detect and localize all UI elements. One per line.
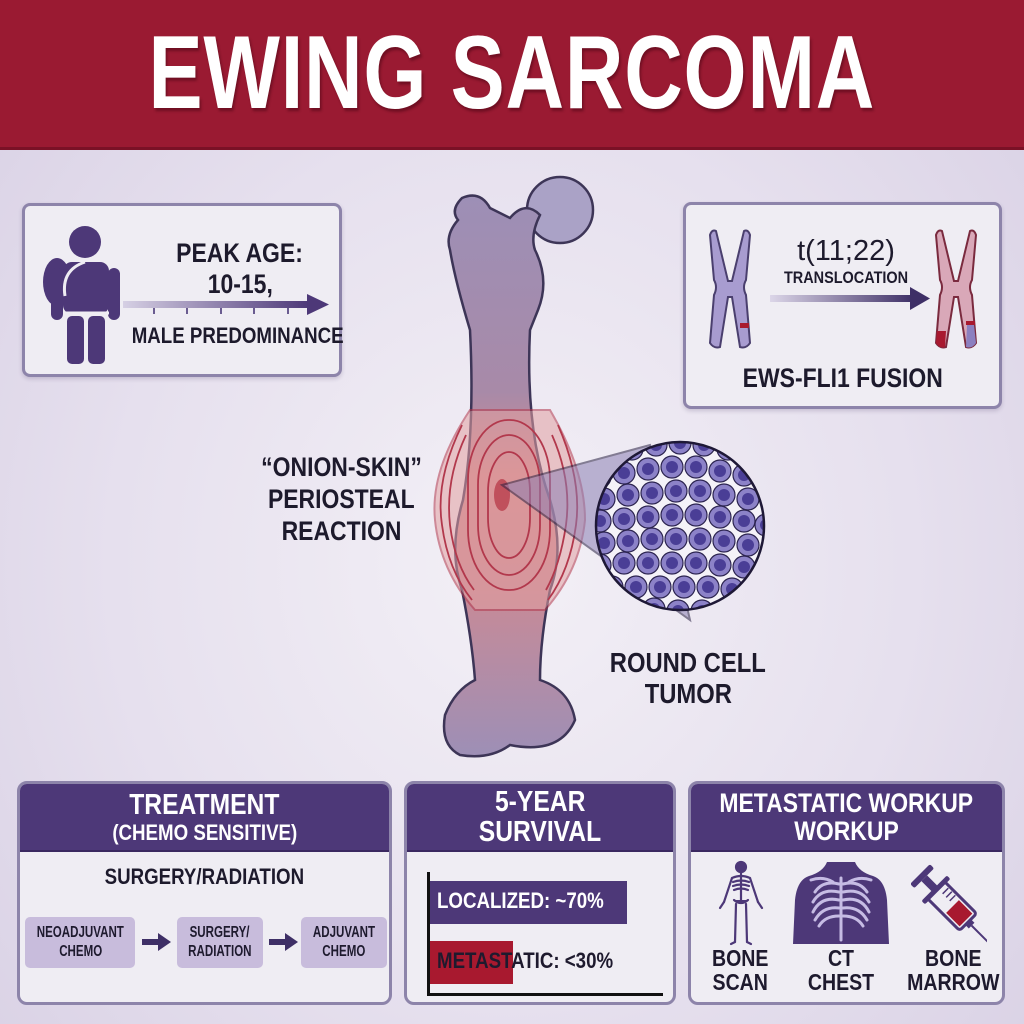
survival-header: 5-YEAR SURVIVAL <box>407 784 673 852</box>
survival-x-axis <box>427 993 663 996</box>
onion-skin-line2: PERIOSTEAL <box>267 483 415 514</box>
ct-chest-line2: CHEST <box>807 969 875 996</box>
treatment-subtitle: (CHEMO SENSITIVE) <box>112 819 297 845</box>
round-cell-line2: TUMOR <box>644 677 732 709</box>
bone-scan-line2: SCAN <box>712 969 769 996</box>
peak-age-value: 10-15, <box>207 269 273 299</box>
translocation-code-text: t(11;22) <box>797 235 895 267</box>
onion-skin-label: “ONION-SKIN” PERIOSTEAL REACTION <box>236 452 446 548</box>
title-banner: EWING SARCOMA <box>0 0 1024 150</box>
survival-card: 5-YEAR SURVIVAL LOCALIZED: ~70% METASTAT… <box>404 781 676 1005</box>
step-surgery-radiation: SURGERY/RADIATION <box>177 917 263 968</box>
localized-bar <box>430 881 627 924</box>
syringe-icon <box>911 864 987 945</box>
treatment-card: TREATMENT (CHEMO SENSITIVE) SURGERY/RADI… <box>17 781 392 1005</box>
treatment-modalities: SURGERY/RADIATION <box>20 864 389 890</box>
step-3-line1: ADJUVANT <box>312 924 376 942</box>
metastatic-workup-title-line2: WORKUP <box>794 816 899 846</box>
onion-skin-line1: “ONION-SKIN” <box>260 452 422 482</box>
survival-title-line1: 5-YEAR <box>494 785 586 818</box>
age-timeline-arrow <box>123 294 329 315</box>
treatment-header: TREATMENT (CHEMO SENSITIVE) <box>20 784 389 852</box>
translocation-label-text: TRANSLOCATION <box>783 268 909 287</box>
translocation-card: t(11;22) TRANSLOCATION EWS-FLI1 FUSION <box>683 202 1002 409</box>
onion-skin-line3: REACTION <box>281 515 401 546</box>
round-cell-line1: ROUND CELL <box>609 647 766 678</box>
step-1-line2: CHEMO <box>58 942 102 960</box>
peak-age-text: PEAK AGE: 10-15, <box>145 238 335 300</box>
bone-scan-line1: BONE <box>712 945 769 971</box>
arrow-right-icon <box>269 933 298 951</box>
femur-bone-illustration <box>433 175 595 758</box>
metastatic-label: METASTATIC: <30% <box>437 948 614 973</box>
step-2-line2: RADIATION <box>188 942 252 960</box>
survival-y-axis <box>427 872 430 996</box>
round-cell-magnification <box>499 440 766 623</box>
treatment-modalities-text: SURGERY/RADIATION <box>104 864 305 889</box>
survival-title-line2: SURVIVAL <box>478 816 602 848</box>
ct-chest-line1: CT <box>827 945 855 971</box>
male-predominance-text: MALE PREDOMINANCE <box>113 323 344 349</box>
metastatic-bar <box>430 941 513 984</box>
page-title: EWING SARCOMA <box>148 15 876 131</box>
translocation-label: TRANSLOCATION <box>756 268 936 288</box>
translocation-code: t(11;22) <box>756 235 936 268</box>
chromosome-normal-icon <box>708 229 752 349</box>
bone-marrow-line2: MARROW <box>907 969 1000 996</box>
step-3-line2: CHEMO <box>322 942 366 960</box>
fusion-label: EWS-FLI1 FUSION <box>686 363 999 394</box>
step-1-line1: NEOADJUVANT <box>36 924 124 942</box>
metastatic-workup-title-line1: METASTATIC WORKUP <box>719 787 974 818</box>
arrow-right-icon <box>142 933 171 951</box>
metastatic-workup-header: METASTATIC WORKUP WORKUP <box>691 784 1002 852</box>
chromosome-translocated-icon <box>934 229 978 349</box>
ribcage-icon <box>793 862 889 944</box>
round-cell-label: ROUND CELL TUMOR <box>588 647 788 710</box>
skeleton-icon <box>718 860 763 946</box>
peak-age-label: PEAK AGE: <box>176 238 304 268</box>
localized-label: LOCALIZED: ~70% <box>437 888 604 913</box>
bone-marrow-line1: BONE <box>925 945 982 971</box>
peak-age-card: PEAK AGE: 10-15, MALE PREDOMINANCE <box>22 203 344 377</box>
step-2-line1: SURGERY/ <box>190 924 250 942</box>
treatment-title: TREATMENT <box>129 789 280 822</box>
person-with-backpack-icon <box>43 226 120 364</box>
fusion-label-text: EWS-FLI1 FUSION <box>742 363 943 393</box>
translocation-diagram <box>708 229 978 349</box>
male-predominance-label: MALE PREDOMINANCE <box>131 323 344 348</box>
